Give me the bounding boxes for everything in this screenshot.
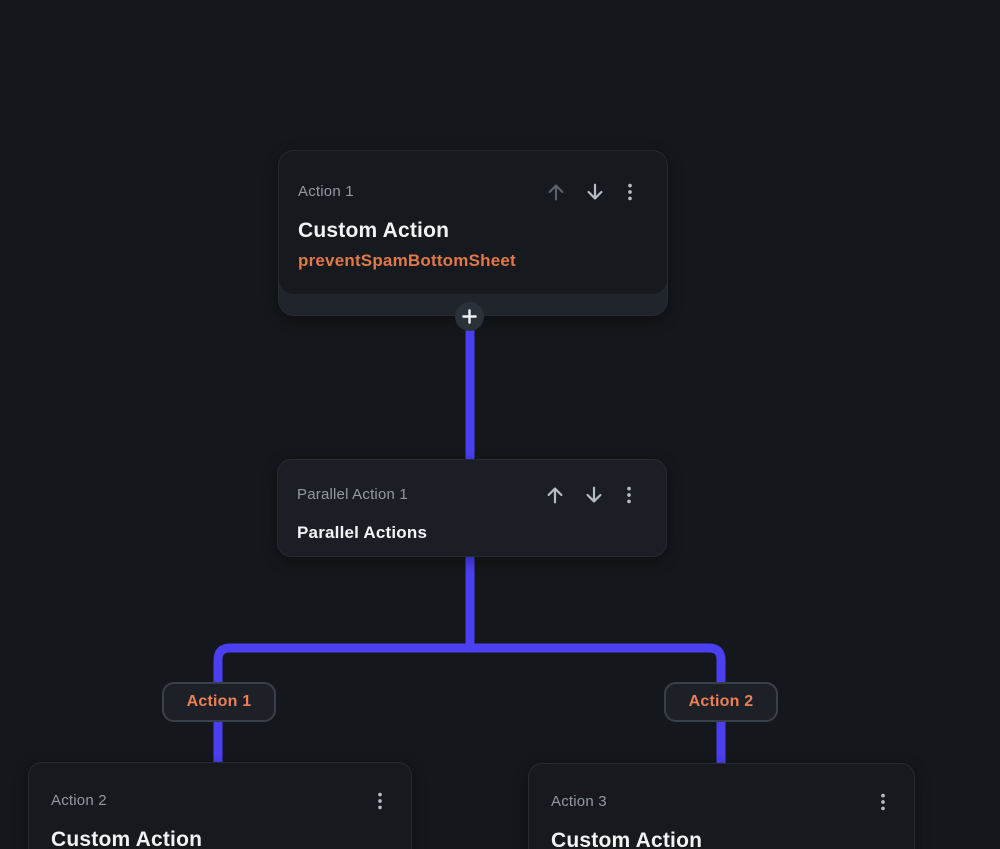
- add-action-button[interactable]: [455, 302, 484, 331]
- branch-label-action-1[interactable]: Action 1: [162, 682, 276, 722]
- branch-label-action-2[interactable]: Action 2: [664, 682, 778, 722]
- action-type-title: Custom Action: [298, 219, 450, 242]
- move-up-icon[interactable]: [545, 181, 567, 203]
- plus-icon: [462, 309, 477, 324]
- action-node-custom-action-1[interactable]: Action 1: [278, 150, 668, 316]
- card-order-label: Parallel Action 1: [297, 486, 408, 503]
- action-type-title: Custom Action: [51, 828, 203, 849]
- card-body: Action 1: [279, 151, 667, 294]
- branch-label-text: Action 1: [186, 693, 252, 710]
- action-type-title: Parallel Actions: [297, 523, 428, 542]
- action-node-custom-action-2[interactable]: Action 2 Custom Action: [28, 762, 412, 849]
- connector-branch: [213, 643, 726, 780]
- card-order-label: Action 3: [551, 793, 607, 810]
- card-order-label: Action 2: [51, 792, 107, 809]
- move-down-icon[interactable]: [583, 484, 605, 506]
- action-function-name: preventSpamBottomSheet: [298, 251, 516, 270]
- action-type-title: Custom Action: [551, 829, 703, 849]
- card-order-label: Action 1: [298, 183, 354, 200]
- kebab-menu-icon[interactable]: [622, 484, 636, 506]
- kebab-menu-icon[interactable]: [623, 181, 637, 203]
- kebab-menu-icon[interactable]: [876, 791, 890, 813]
- move-up-icon[interactable]: [544, 484, 566, 506]
- parallel-action-node[interactable]: Parallel Action 1: [277, 459, 667, 557]
- action-node-custom-action-3[interactable]: Action 3 Custom Action: [528, 763, 915, 849]
- kebab-menu-icon[interactable]: [373, 790, 387, 812]
- branch-label-text: Action 2: [688, 693, 754, 710]
- move-down-icon[interactable]: [584, 181, 606, 203]
